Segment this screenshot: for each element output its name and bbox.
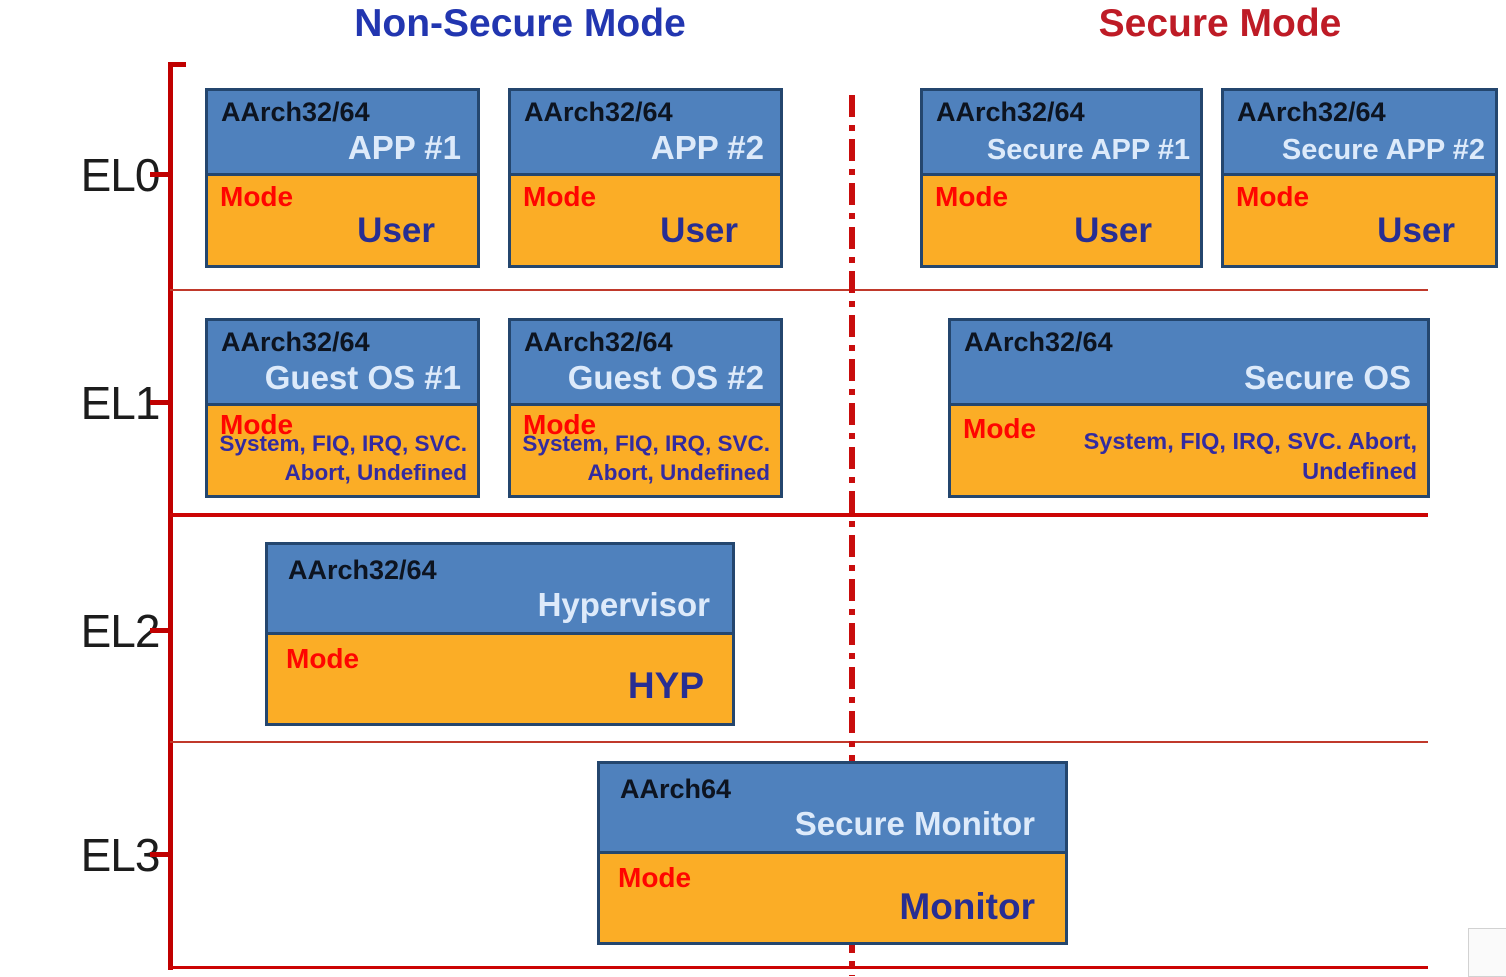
hypervisor-mode-label: Mode xyxy=(286,643,360,674)
divider-el0-el1 xyxy=(170,289,1428,291)
hypervisor-mode-value: HYP xyxy=(627,665,704,706)
app2-name: APP #2 xyxy=(650,129,764,166)
secure-monitor-mode-value: Monitor xyxy=(899,886,1035,927)
guest-os1-box: AArch32/64 Guest OS #1 Mode System, FIQ,… xyxy=(205,318,480,498)
el2-label: EL2 xyxy=(80,605,161,657)
secure-app1-name: Secure APP #1 xyxy=(986,134,1190,166)
corner-artifact xyxy=(1468,928,1506,977)
secure-monitor-mode-label: Mode xyxy=(618,862,692,893)
secure-app1-mode-value: User xyxy=(1074,211,1152,250)
app2-arch-label: AArch32/64 xyxy=(524,97,673,127)
guest-os1-name: Guest OS #1 xyxy=(264,359,461,396)
secure-app1-header: AArch32/64 Secure APP #1 xyxy=(923,91,1200,176)
divider-el2-el3 xyxy=(170,741,1428,743)
secure-os-arch-label: AArch32/64 xyxy=(964,327,1113,357)
el2-tick xyxy=(150,628,168,633)
app1-mode-label: Mode xyxy=(220,181,294,212)
secure-os-box: AArch32/64 Secure OS Mode System, FIQ, I… xyxy=(948,318,1430,498)
hypervisor-header: AArch32/64 Hypervisor xyxy=(268,545,732,635)
el0-label: EL0 xyxy=(80,149,161,201)
guest-os1-mode-label: Mode xyxy=(220,409,294,440)
guest-os2-name: Guest OS #2 xyxy=(567,359,764,396)
guest-os2-mode-label: Mode xyxy=(523,409,597,440)
secure-monitor-arch-label: AArch64 xyxy=(620,774,732,804)
secure-app2-name: Secure APP #2 xyxy=(1281,134,1485,166)
secure-app1-mode-label: Mode xyxy=(935,181,1009,212)
guest-os2-header: AArch32/64 Guest OS #2 xyxy=(511,321,780,406)
hypervisor-arch-label: AArch32/64 xyxy=(288,555,437,585)
app1-mode-value: User xyxy=(357,211,435,250)
secure-monitor-header: AArch64 Secure Monitor xyxy=(600,764,1065,854)
app1-name: APP #1 xyxy=(347,129,461,166)
app1-header: AArch32/64 APP #1 xyxy=(208,91,477,176)
divider-el1-el2 xyxy=(170,513,1428,517)
secure-os-name: Secure OS xyxy=(1244,359,1411,396)
el3-tick xyxy=(150,852,168,857)
secure-os-mode-label: Mode xyxy=(963,413,1037,444)
secure-app2-arch-label: AArch32/64 xyxy=(1237,97,1386,127)
secure-app2-header: AArch32/64 Secure APP #2 xyxy=(1224,91,1495,176)
app1-arch-label: AArch32/64 xyxy=(221,97,370,127)
bracket-top-tick xyxy=(168,62,186,67)
guest-os1-mode-list: System, FIQ, IRQ, SVC. Abort, Undefined xyxy=(219,430,467,485)
secure-os-mode-list: System, FIQ, IRQ, SVC. Abort, Undefined xyxy=(1083,427,1417,485)
app2-mode-label: Mode xyxy=(523,181,597,212)
secure-app1-arch-label: AArch32/64 xyxy=(936,97,1085,127)
hypervisor-name: Hypervisor xyxy=(537,586,710,623)
divider-bottom xyxy=(170,966,1428,969)
guest-os2-mode-list: System, FIQ, IRQ, SVC. Abort, Undefined xyxy=(522,430,770,485)
secure-world-separator-line xyxy=(849,95,855,976)
secure-app2-mode-value: User xyxy=(1377,211,1455,250)
hypervisor-box: AArch32/64 Hypervisor Mode HYP xyxy=(265,542,735,726)
el0-tick xyxy=(150,172,168,177)
secure-os-header: AArch32/64 Secure OS xyxy=(951,321,1427,406)
el3-label: EL3 xyxy=(80,829,161,881)
guest-os1-header: AArch32/64 Guest OS #1 xyxy=(208,321,477,406)
guest-os1-arch-label: AArch32/64 xyxy=(221,327,370,357)
secure-mode-title: Secure Mode xyxy=(1098,2,1342,45)
el1-tick xyxy=(150,400,168,405)
guest-os2-arch-label: AArch32/64 xyxy=(524,327,673,357)
secure-app1-box: AArch32/64 Secure APP #1 Mode User xyxy=(920,88,1203,268)
secure-monitor-box: AArch64 Secure Monitor Mode Monitor xyxy=(597,761,1068,945)
secure-monitor-name: Secure Monitor xyxy=(794,805,1035,842)
guest-os2-box: AArch32/64 Guest OS #2 Mode System, FIQ,… xyxy=(508,318,783,498)
app2-header: AArch32/64 APP #2 xyxy=(511,91,780,176)
app2-box: AArch32/64 APP #2 Mode User xyxy=(508,88,783,268)
non-secure-mode-title: Non-Secure Mode xyxy=(354,2,686,45)
app2-mode-value: User xyxy=(660,211,738,250)
app1-box: AArch32/64 APP #1 Mode User xyxy=(205,88,480,268)
secure-app2-box: AArch32/64 Secure APP #2 Mode User xyxy=(1221,88,1498,268)
secure-app2-mode-label: Mode xyxy=(1236,181,1310,212)
el1-label: EL1 xyxy=(80,377,161,429)
